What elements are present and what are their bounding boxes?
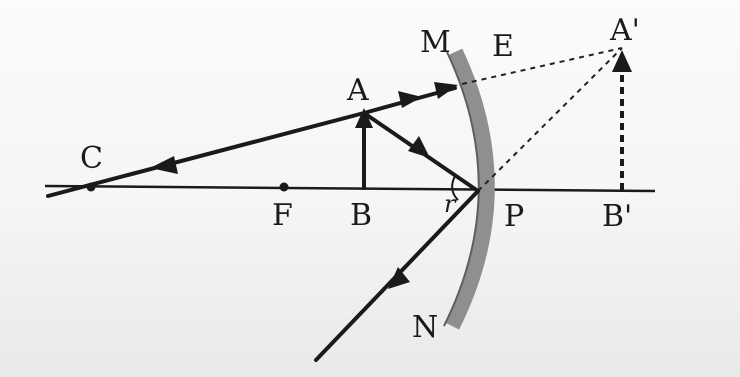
label-c: C (80, 141, 103, 176)
point-f (279, 182, 289, 192)
reflected-ray-through-c (46, 111, 366, 198)
label-a: A (346, 73, 369, 108)
label-b: B (350, 198, 372, 233)
reflected-ray-from-pole-arrow (388, 267, 410, 289)
label-b-prime: B' (602, 199, 632, 234)
image-arrowhead (612, 50, 632, 72)
virtual-extension-lower (477, 47, 623, 192)
label-f: F (272, 198, 293, 233)
label-a-prime: A' (609, 13, 640, 48)
angle-arc (451, 175, 459, 201)
incident-ray-to-pole-arrow (408, 136, 430, 158)
label-p: P (504, 199, 524, 234)
point-c (86, 182, 96, 192)
label-m: M (420, 25, 451, 60)
reflected-ray-arrow (150, 156, 178, 174)
concave-mirror (444, 48, 495, 330)
object-arrowhead (355, 108, 373, 128)
virtual-extension-upper (461, 47, 623, 85)
mirror-top-arrow (434, 82, 458, 99)
label-e: E (492, 29, 514, 64)
label-r: r (444, 190, 457, 218)
incident-ray-parallel-arrow (398, 91, 422, 108)
principal-axis (44, 184, 656, 193)
label-n: N (412, 310, 438, 345)
